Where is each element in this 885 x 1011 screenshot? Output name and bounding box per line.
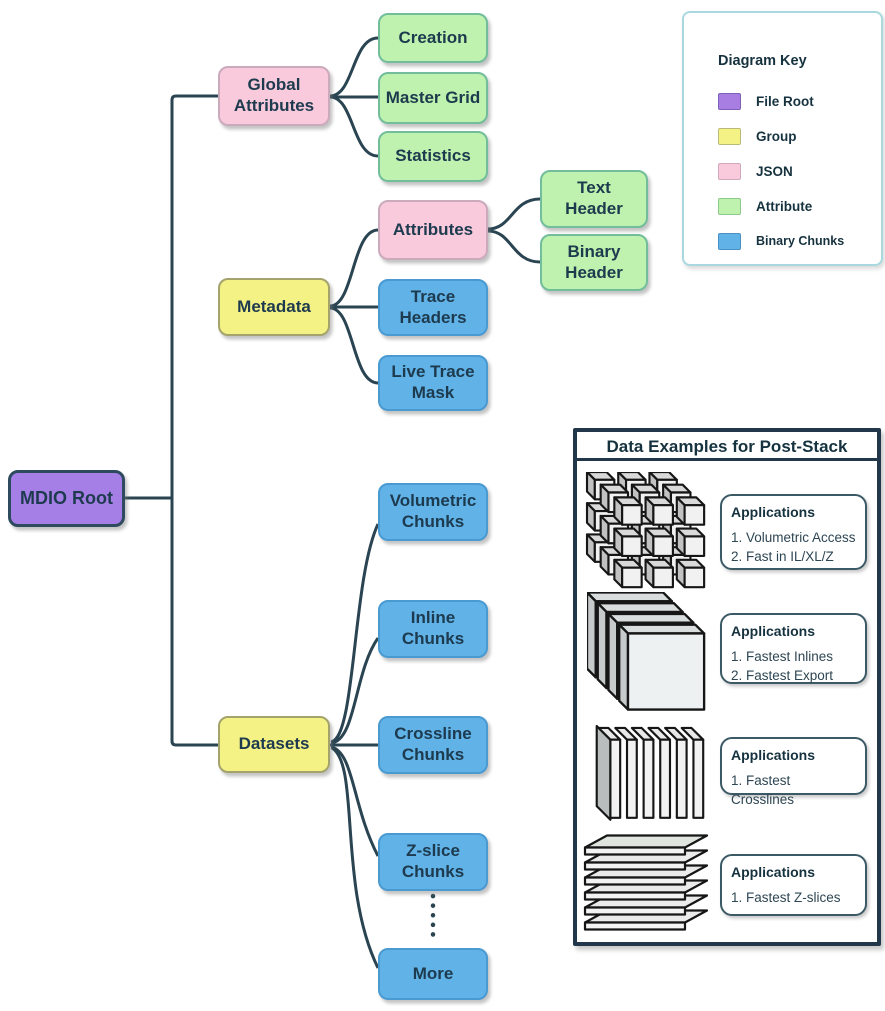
node-live-trace-mask: Live Trace Mask [378, 355, 488, 411]
application-item: 1. Fastest Inlines [731, 649, 834, 664]
inline-slices-icon [587, 592, 706, 711]
crossline-slices-icon [595, 724, 705, 821]
node-z-slice-chunks: Z-slice Chunks [378, 833, 488, 891]
json-label: JSON [756, 164, 793, 179]
edge-attr-binaryheader [487, 229, 541, 264]
node-binary-header: Binary Header [540, 234, 648, 291]
volumetric-cubes-icon [585, 472, 706, 589]
edge-ds-zslice [330, 745, 380, 857]
applications-heading: Applications [731, 864, 816, 880]
binary-chunks-swatch [718, 233, 741, 250]
applications-box-zslice: Applications 1. Fastest Z-slices [720, 854, 867, 916]
application-item: 1. Fastest Z-slices [731, 890, 841, 905]
edge-md-livetracemask [329, 306, 379, 385]
application-item: 1. Volumetric Access [731, 530, 856, 545]
node-crossline-chunks: Crossline Chunks [378, 716, 488, 774]
binary-chunks-label: Binary Chunks [756, 234, 845, 248]
applications-box-volumetric: Applications 1. Volumetric Access 2. Fas… [720, 494, 867, 570]
node-creation: Creation [378, 13, 488, 63]
group-swatch [718, 128, 741, 145]
application-item: 2. Fastest Export [731, 667, 834, 683]
diagram-key: Diagram Key File Root Group JSON Attribu… [682, 11, 883, 266]
edge-ga-statistics [329, 95, 379, 158]
applications-box-inline: Applications 1. Fastest Inlines 2. Faste… [720, 613, 867, 684]
edge-ds-volumetric [330, 523, 380, 744]
z-slices-icon [583, 834, 708, 931]
node-datasets: Datasets [218, 716, 330, 773]
file-root-label: File Root [756, 94, 814, 109]
node-more: More [378, 948, 488, 1000]
attribute-label: Attribute [756, 199, 813, 214]
json-swatch [718, 163, 741, 180]
file-root-swatch [718, 93, 741, 110]
application-item: 2. Fast in IL/XL/Z [731, 548, 834, 564]
node-master-grid: Master Grid [378, 72, 488, 124]
node-attributes: Attributes [378, 200, 488, 260]
edge-attr-textheader [487, 197, 541, 231]
edge-trunk [170, 94, 218, 747]
data-examples-panel: Data Examples for Post-Stack [573, 428, 881, 946]
attribute-swatch [718, 198, 741, 215]
node-metadata: Metadata [218, 278, 330, 336]
group-label: Group [756, 129, 797, 144]
edge-ds-more [331, 746, 380, 969]
node-global-attributes: Global Attributes [218, 66, 330, 126]
data-examples-title: Data Examples for Post-Stack [577, 432, 877, 461]
node-volumetric-chunks: Volumetric Chunks [378, 483, 488, 541]
edge-ds-inline [330, 637, 380, 745]
edge-md-attributes [329, 228, 379, 308]
applications-heading: Applications [731, 504, 816, 520]
node-text-header: Text Header [540, 170, 648, 228]
node-inline-chunks: Inline Chunks [378, 600, 488, 658]
applications-heading: Applications [731, 747, 816, 763]
applications-heading: Applications [731, 623, 816, 639]
node-statistics: Statistics [378, 131, 488, 182]
node-trace-headers: Trace Headers [378, 279, 488, 336]
edge-ga-creation [329, 36, 379, 98]
application-item: 1. Fastest Crosslines [731, 773, 795, 807]
node-mdio-root: MDIO Root [8, 470, 125, 527]
applications-box-crossline: Applications 1. Fastest Crosslines [720, 737, 867, 807]
diagram-key-title: Diagram Key [718, 53, 807, 69]
